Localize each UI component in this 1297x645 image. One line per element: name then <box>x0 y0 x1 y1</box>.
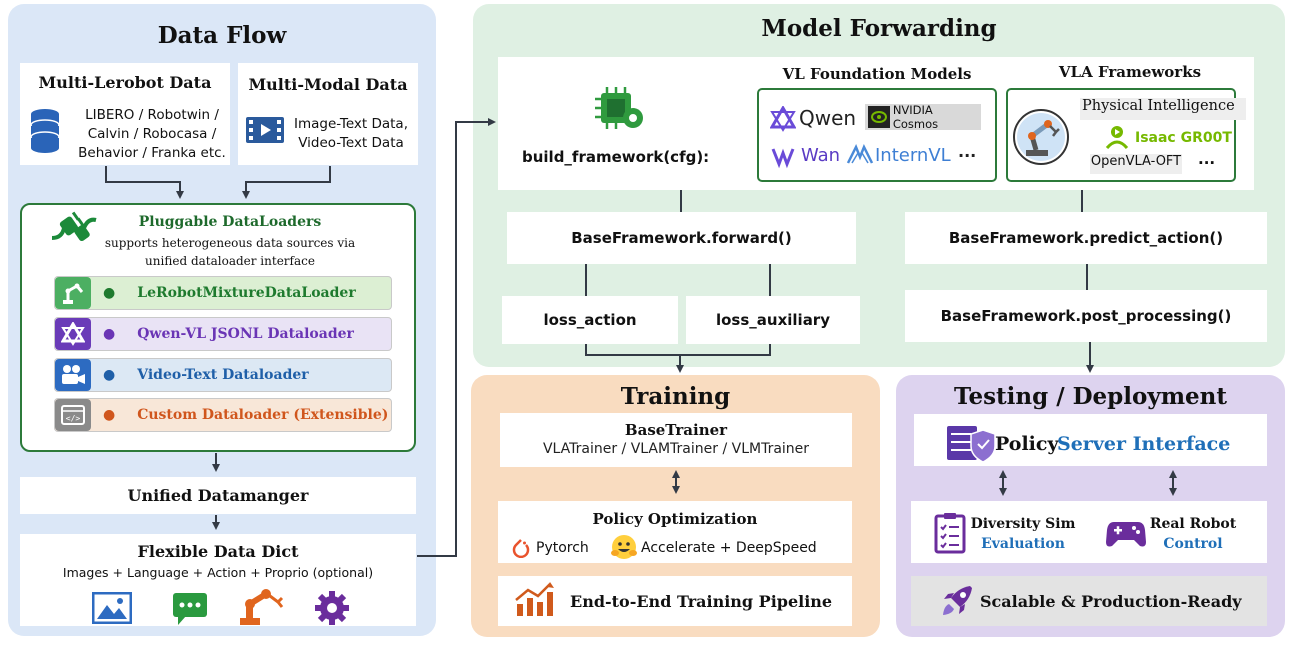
code-icon: </> <box>55 399 91 431</box>
qwen-logo-icon <box>769 105 797 136</box>
forward-box: BaseFramework.forward() <box>507 212 856 264</box>
rocket-icon <box>940 584 974 622</box>
multi-modal-title: Multi-Modal Data <box>248 75 408 94</box>
hugging-face-icon <box>610 533 638 565</box>
dataloader-row-video[interactable]: ● Video-Text Dataloader <box>54 358 392 392</box>
multi-lerobot-title: Multi-Lerobot Data <box>38 73 212 92</box>
pipeline-label: End-to-End Training Pipeline <box>570 592 833 611</box>
accelerate-label: Accelerate + DeepSpeed <box>641 540 817 556</box>
base-trainer-box: BaseTrainer VLATrainer / VLAMTrainer / V… <box>500 413 852 467</box>
plug-icon <box>48 208 100 252</box>
sim-robot-box <box>911 501 1267 563</box>
build-framework-label: build_framework(cfg): <box>522 148 710 166</box>
server-shield-icon <box>945 424 997 468</box>
qwen-icon <box>55 318 91 350</box>
loss-auxiliary-box: loss_auxiliary <box>686 296 860 344</box>
dataloader-label-qwen: Qwen-VL JSONL Dataloader <box>137 326 354 342</box>
vla-frameworks-title: VLA Frameworks <box>1058 63 1202 81</box>
robot-arm-icon <box>238 588 286 630</box>
scalable-box <box>911 576 1267 626</box>
base-trainer-title: BaseTrainer <box>624 421 728 439</box>
vl-model-qwen: Qwen <box>799 106 857 130</box>
pytorch-icon <box>512 538 530 562</box>
vl-model-cosmos: NVIDIA Cosmos <box>892 103 939 131</box>
nvidia-logo-icon <box>868 106 890 128</box>
robot-sub: Control <box>1163 536 1223 552</box>
training-title: Training <box>620 383 731 410</box>
flexible-desc: Images + Language + Action + Proprio (op… <box>62 565 374 580</box>
dataloader-label-video: Video-Text Dataloader <box>137 367 309 383</box>
robot-control-text: Real Robot Control <box>1148 514 1238 554</box>
vl-models-box <box>757 88 997 182</box>
vla-openvla-oft: OpenVLA-OFT <box>1090 154 1182 174</box>
flexible-data-dict-box: Flexible Data Dict Images + Language + A… <box>20 534 416 626</box>
post-processing-box: BaseFramework.post_processing() <box>905 290 1267 342</box>
dataloader-label-custom: Custom Dataloader (Extensible) <box>137 407 389 423</box>
pytorch-label: Pytorch <box>536 540 589 556</box>
policy-optimization-box: Policy Optimization Pytorch Accelerate +… <box>498 501 852 563</box>
model-forwarding-title: Model Forwarding <box>761 15 997 42</box>
dataloader-row-lerobot[interactable]: ● LeRobotMixtureDataLoader <box>54 276 392 310</box>
vl-models-title: VL Foundation Models <box>782 65 972 83</box>
policy-optimization-title: Policy Optimization <box>592 510 758 528</box>
vla-physical-intelligence: Physical Intelligence <box>1080 98 1246 120</box>
bar-chart-icon <box>514 582 554 622</box>
robot-arm-circle-icon <box>1012 108 1070 170</box>
nvidia-cosmos-badge: NVIDIA Cosmos <box>865 103 981 131</box>
sim-sub: Evaluation <box>981 536 1065 552</box>
bullet-dot: ● <box>103 285 116 301</box>
svg-text:</>: </> <box>66 414 81 423</box>
scalable-label: Scalable & Production-Ready <box>980 592 1242 611</box>
internvl-logo-icon <box>846 143 874 171</box>
multi-lerobot-desc: LIBERO / Robotwin / Calvin / Robocasa / … <box>78 107 226 161</box>
dataloader-row-custom[interactable]: </> ● Custom Dataloader (Extensible) <box>54 398 392 432</box>
dataloader-row-qwen[interactable]: ● Qwen-VL JSONL Dataloader <box>54 317 392 351</box>
vl-model-wan: Wan <box>801 145 841 166</box>
clipboard-icon <box>934 512 966 558</box>
sim-eval-text: Diversity Sim Evaluation <box>968 514 1078 554</box>
gamepad-icon <box>1106 518 1146 552</box>
video-camera-icon <box>55 359 91 391</box>
sim-title: Diversity Sim <box>970 516 1076 532</box>
vl-model-internvl: InternVL <box>875 145 951 166</box>
unified-datamanager-box: Unified Datamanger <box>20 477 416 514</box>
pluggable-desc: supports heterogeneous data sources via … <box>104 236 356 268</box>
policy-label: Policy <box>995 433 1059 455</box>
database-icon <box>30 108 60 158</box>
pipeline-box <box>498 576 852 626</box>
robot-arm-icon <box>55 277 91 309</box>
vl-model-more: ··· <box>958 146 977 165</box>
vla-more: ··· <box>1198 154 1216 172</box>
image-icon <box>91 591 133 628</box>
multi-modal-box: Multi-Modal Data Image-Text Data, Video-… <box>238 63 418 165</box>
loss-action-box: loss_action <box>502 296 678 344</box>
robot-title: Real Robot <box>1149 516 1237 532</box>
chat-icon <box>172 592 208 630</box>
dataloader-label-lerobot: LeRobotMixtureDataLoader <box>137 285 356 301</box>
bullet-dot: ● <box>103 326 116 342</box>
vla-isaac-groot: Isaac GR00T <box>1135 130 1232 146</box>
multi-lerobot-box: Multi-Lerobot Data LIBERO / Robotwin / C… <box>20 63 230 165</box>
isaac-groot-icon <box>1103 124 1131 154</box>
film-icon <box>246 117 284 147</box>
predict-action-box: BaseFramework.predict_action() <box>905 212 1267 264</box>
gear-icon <box>314 590 350 630</box>
bullet-dot: ● <box>103 407 116 423</box>
bullet-dot: ● <box>103 367 116 383</box>
flexible-title: Flexible Data Dict <box>137 542 299 561</box>
wan-logo-icon <box>770 143 796 173</box>
pluggable-title: Pluggable DataLoaders <box>138 214 322 230</box>
multi-modal-desc: Image-Text Data, Video-Text Data <box>293 116 409 151</box>
data-flow-title: Data Flow <box>157 22 287 49</box>
chip-gear-icon <box>595 87 647 137</box>
testing-title: Testing / Deployment <box>953 383 1228 410</box>
base-trainer-desc: VLATrainer / VLAMTrainer / VLMTrainer <box>542 441 810 457</box>
server-interface-label: Server Interface <box>1057 433 1231 455</box>
